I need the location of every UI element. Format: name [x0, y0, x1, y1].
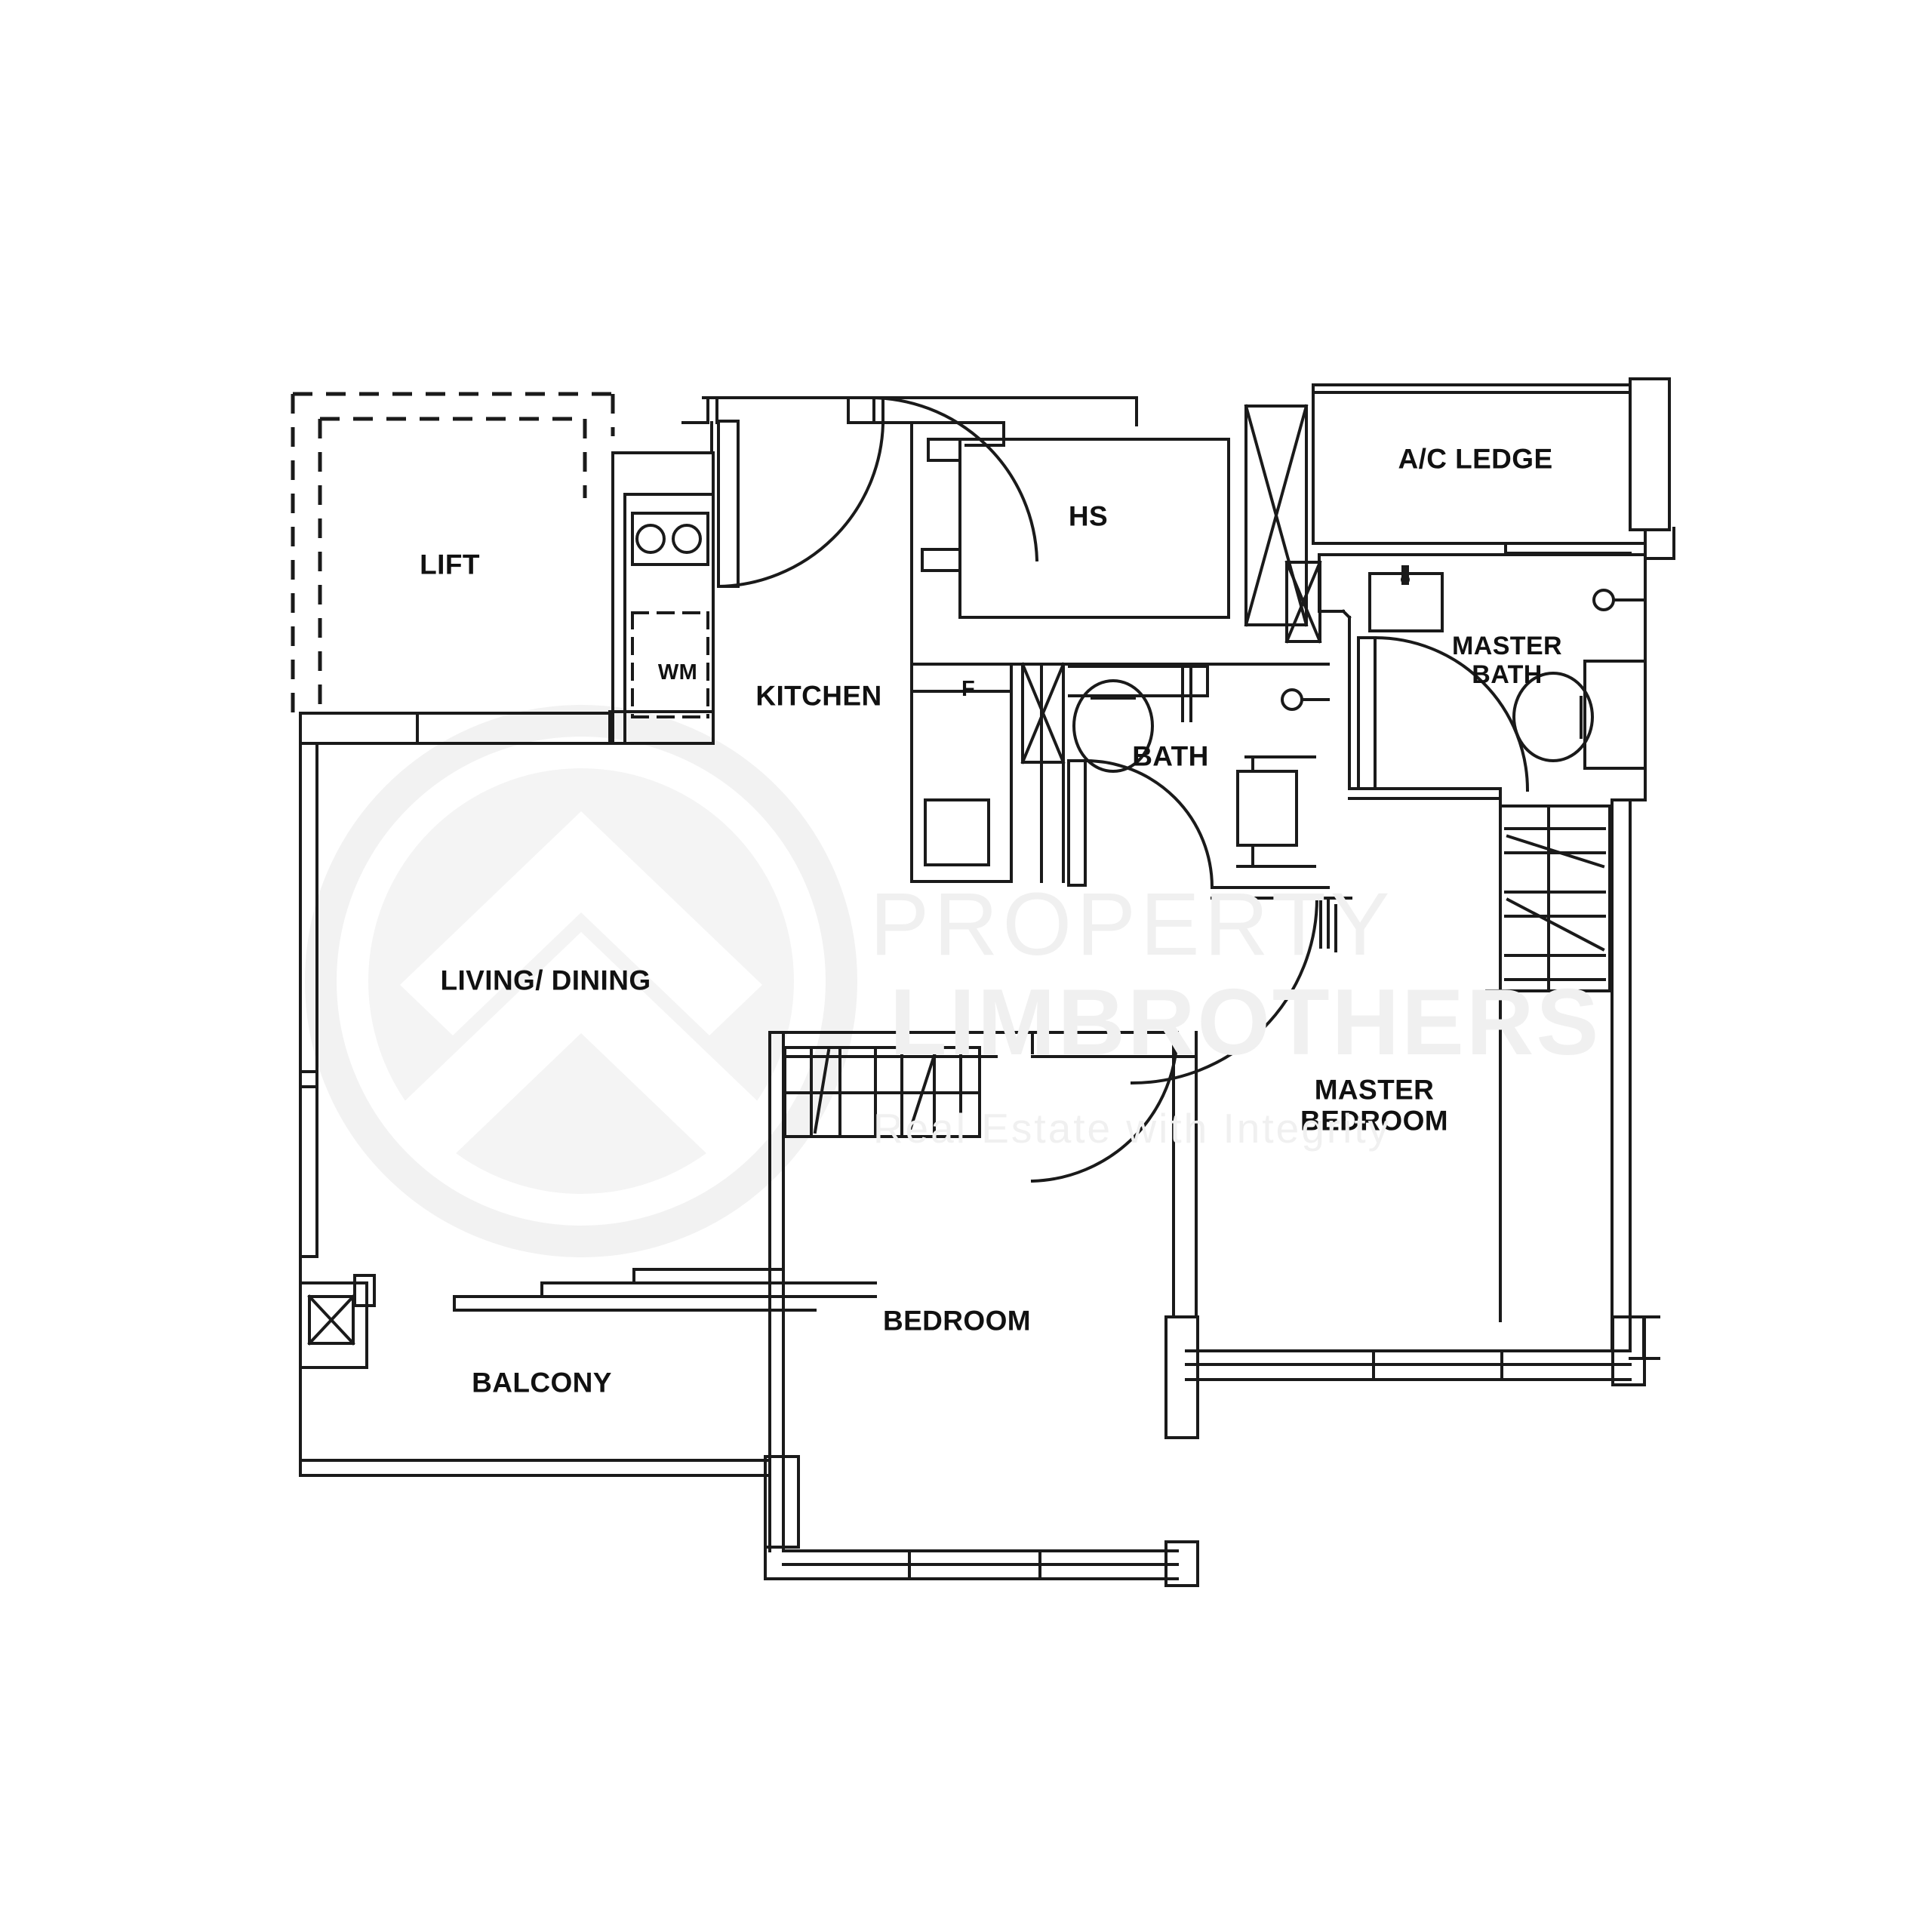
watermark-logo — [305, 705, 857, 1257]
lift-shaft-outline — [291, 392, 615, 713]
wall-linework — [299, 377, 1675, 1587]
